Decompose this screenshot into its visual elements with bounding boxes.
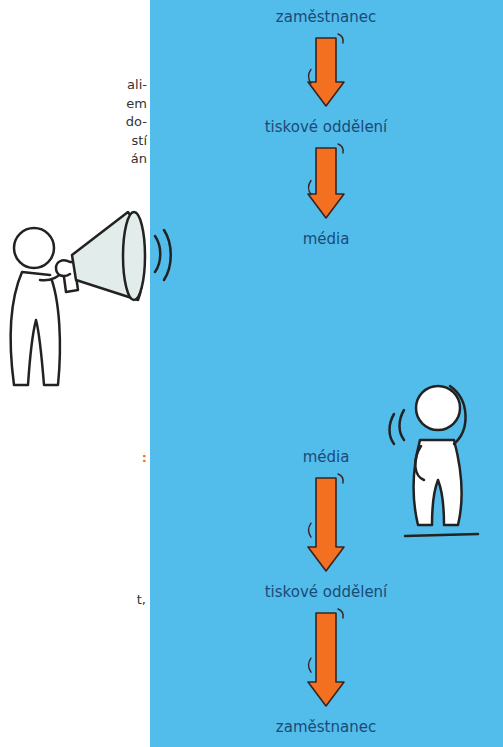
flow-step: média: [298, 446, 355, 468]
cut-off-text: t,: [137, 591, 146, 609]
thinking-person: [390, 386, 479, 536]
blue-panel: [150, 0, 503, 747]
down-arrow: [308, 609, 344, 706]
megaphone-person: [11, 212, 171, 385]
cut-off-text: ali-: [127, 76, 147, 94]
motion-mark: [309, 523, 312, 537]
flow-step: zaměstnanec: [271, 716, 381, 738]
motion-mark: [338, 609, 343, 618]
arrow-body: [308, 148, 344, 218]
cut-off-text: em: [126, 95, 147, 113]
motion-mark: [338, 144, 343, 153]
motion-mark: [309, 69, 312, 83]
cut-off-text: do-: [126, 113, 147, 131]
down-arrow: [308, 144, 344, 218]
flow-step: zaměstnanec: [271, 6, 381, 28]
arrow-body: [308, 478, 344, 571]
motion-mark: [309, 658, 312, 672]
step-text: tiskové oddělení: [260, 116, 393, 138]
arrow-body: [308, 613, 344, 706]
cut-off-text: án: [131, 150, 147, 168]
flow-step: tiskové oddělení: [260, 581, 393, 603]
step-text: zaměstnanec: [271, 6, 381, 28]
down-arrow: [308, 474, 344, 571]
step-text: zaměstnanec: [271, 716, 381, 738]
motion-mark: [338, 474, 343, 483]
step-text: média: [298, 228, 355, 250]
down-arrow: [308, 34, 344, 106]
flow-step: tiskové oddělení: [260, 116, 393, 138]
flow-step: média: [298, 228, 355, 250]
arrow-body: [308, 38, 344, 106]
cut-off-text: :: [142, 449, 147, 467]
motion-mark: [309, 181, 312, 195]
step-text: média: [298, 446, 355, 468]
motion-mark: [338, 34, 343, 43]
cut-off-text: stí: [132, 132, 147, 150]
step-text: tiskové oddělení: [260, 581, 393, 603]
